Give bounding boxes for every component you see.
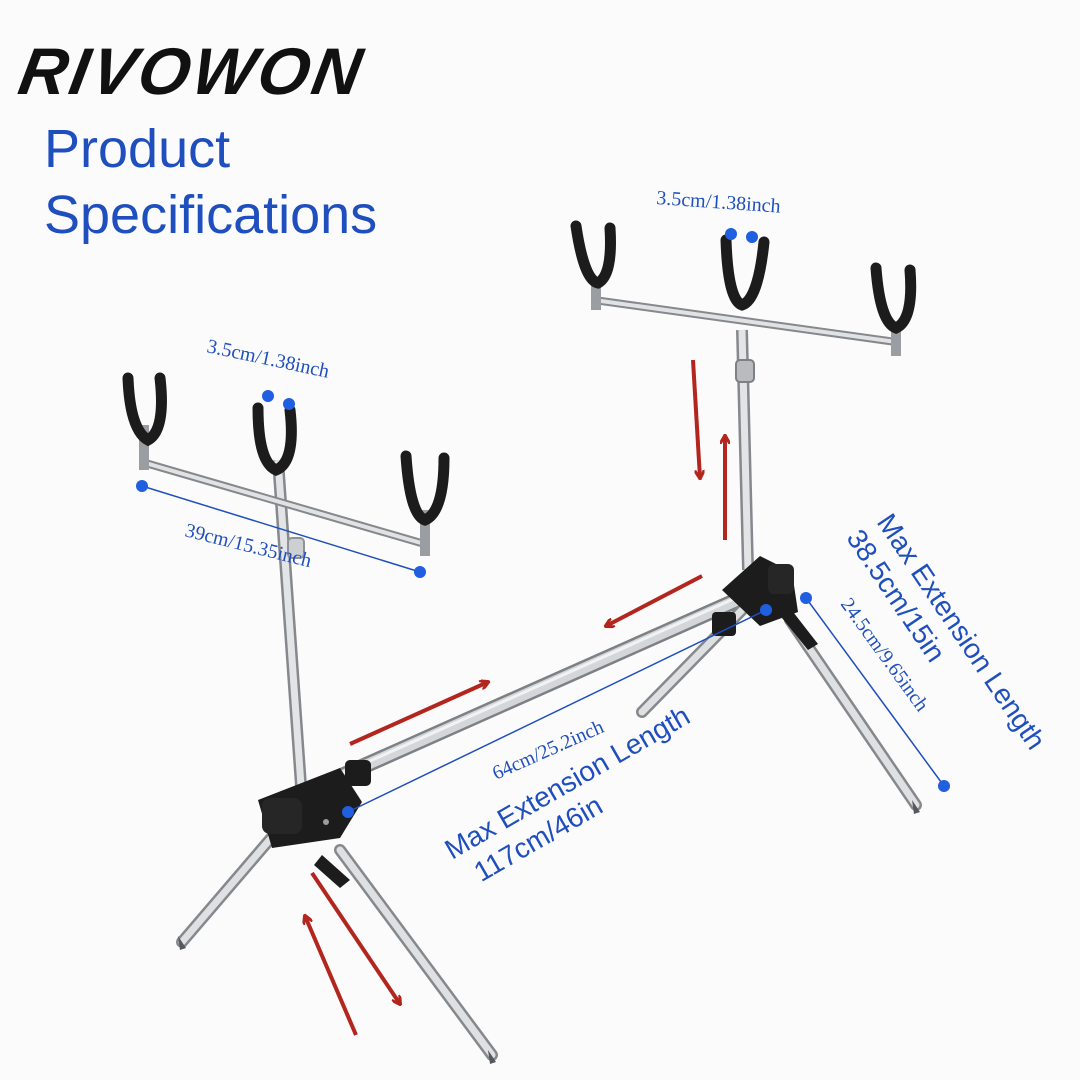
arrow-up-leg [305, 916, 358, 1036]
arrow-right-bar [349, 682, 488, 746]
dot-left-gap-b [283, 398, 295, 410]
leg-extension-title: Max Extension Length [871, 508, 1052, 755]
dot-right-gap-b [746, 231, 758, 243]
arrow-down-right-stick [691, 359, 700, 478]
dot-left-gap-a [262, 390, 274, 402]
right-holder-gap-label: 3.5cm/1.38inch [656, 187, 782, 218]
dimension-lines [141, 485, 945, 813]
title-line-2: Specifications [44, 185, 378, 245]
blue-dot-markers [136, 228, 950, 818]
dot-right-gap-a [725, 228, 737, 240]
leg-dimension-line [805, 597, 945, 787]
buzz-bar-width-label: 39cm/15.35inch [183, 520, 314, 573]
dot-buzz-bar-start [136, 480, 148, 492]
dot-leg-start [800, 592, 812, 604]
page-title: Product Specifications [44, 116, 377, 248]
dot-leg-end [938, 780, 950, 792]
arrow-down-leg [310, 871, 400, 1004]
dot-buzz-bar-end [414, 566, 426, 578]
arrow-left-bar [606, 574, 703, 626]
buzz-bar-dimension-line [141, 485, 421, 573]
dot-main-bar-start [342, 806, 354, 818]
title-line-1: Product [44, 119, 231, 179]
left-holder-gap-label: 3.5cm/1.38inch [205, 335, 331, 382]
bar-extension-title: Max Extension Length [440, 700, 695, 865]
main-bar-dimension-line [347, 609, 767, 813]
rod-pod-illustration [122, 220, 922, 1064]
red-direction-arrows [305, 359, 725, 1036]
dot-main-bar-end [760, 604, 772, 616]
